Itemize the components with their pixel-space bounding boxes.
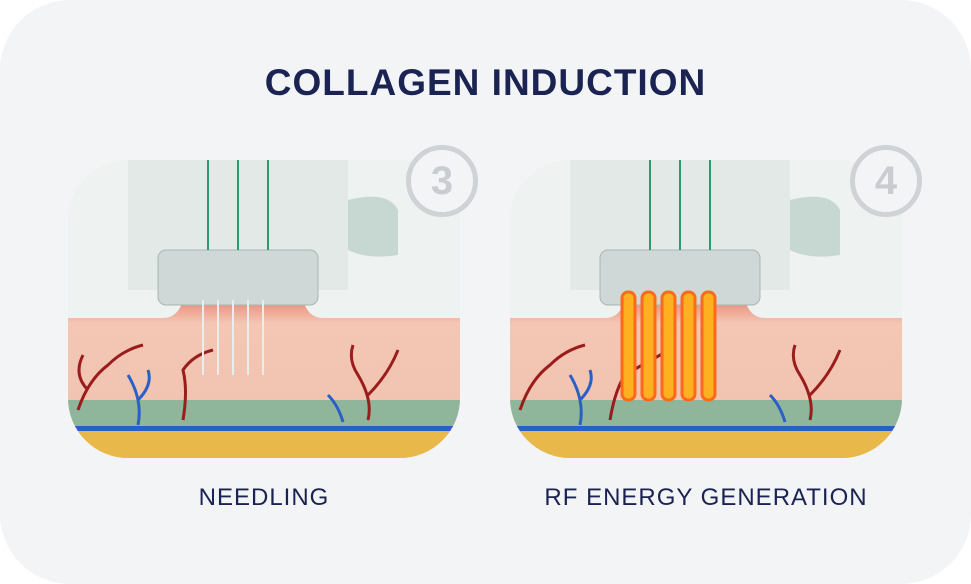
page-title: COLLAGEN INDUCTION <box>264 62 707 103</box>
step-label-needling: NEEDLING <box>198 484 330 511</box>
step-badge-4: 4 <box>850 145 922 217</box>
step-badge-3: 3 <box>406 145 478 217</box>
needling-illustration <box>68 160 460 458</box>
step-label-rf-energy: RF ENERGY GENERATION <box>544 484 868 511</box>
rf-energy-illustration <box>510 160 902 458</box>
